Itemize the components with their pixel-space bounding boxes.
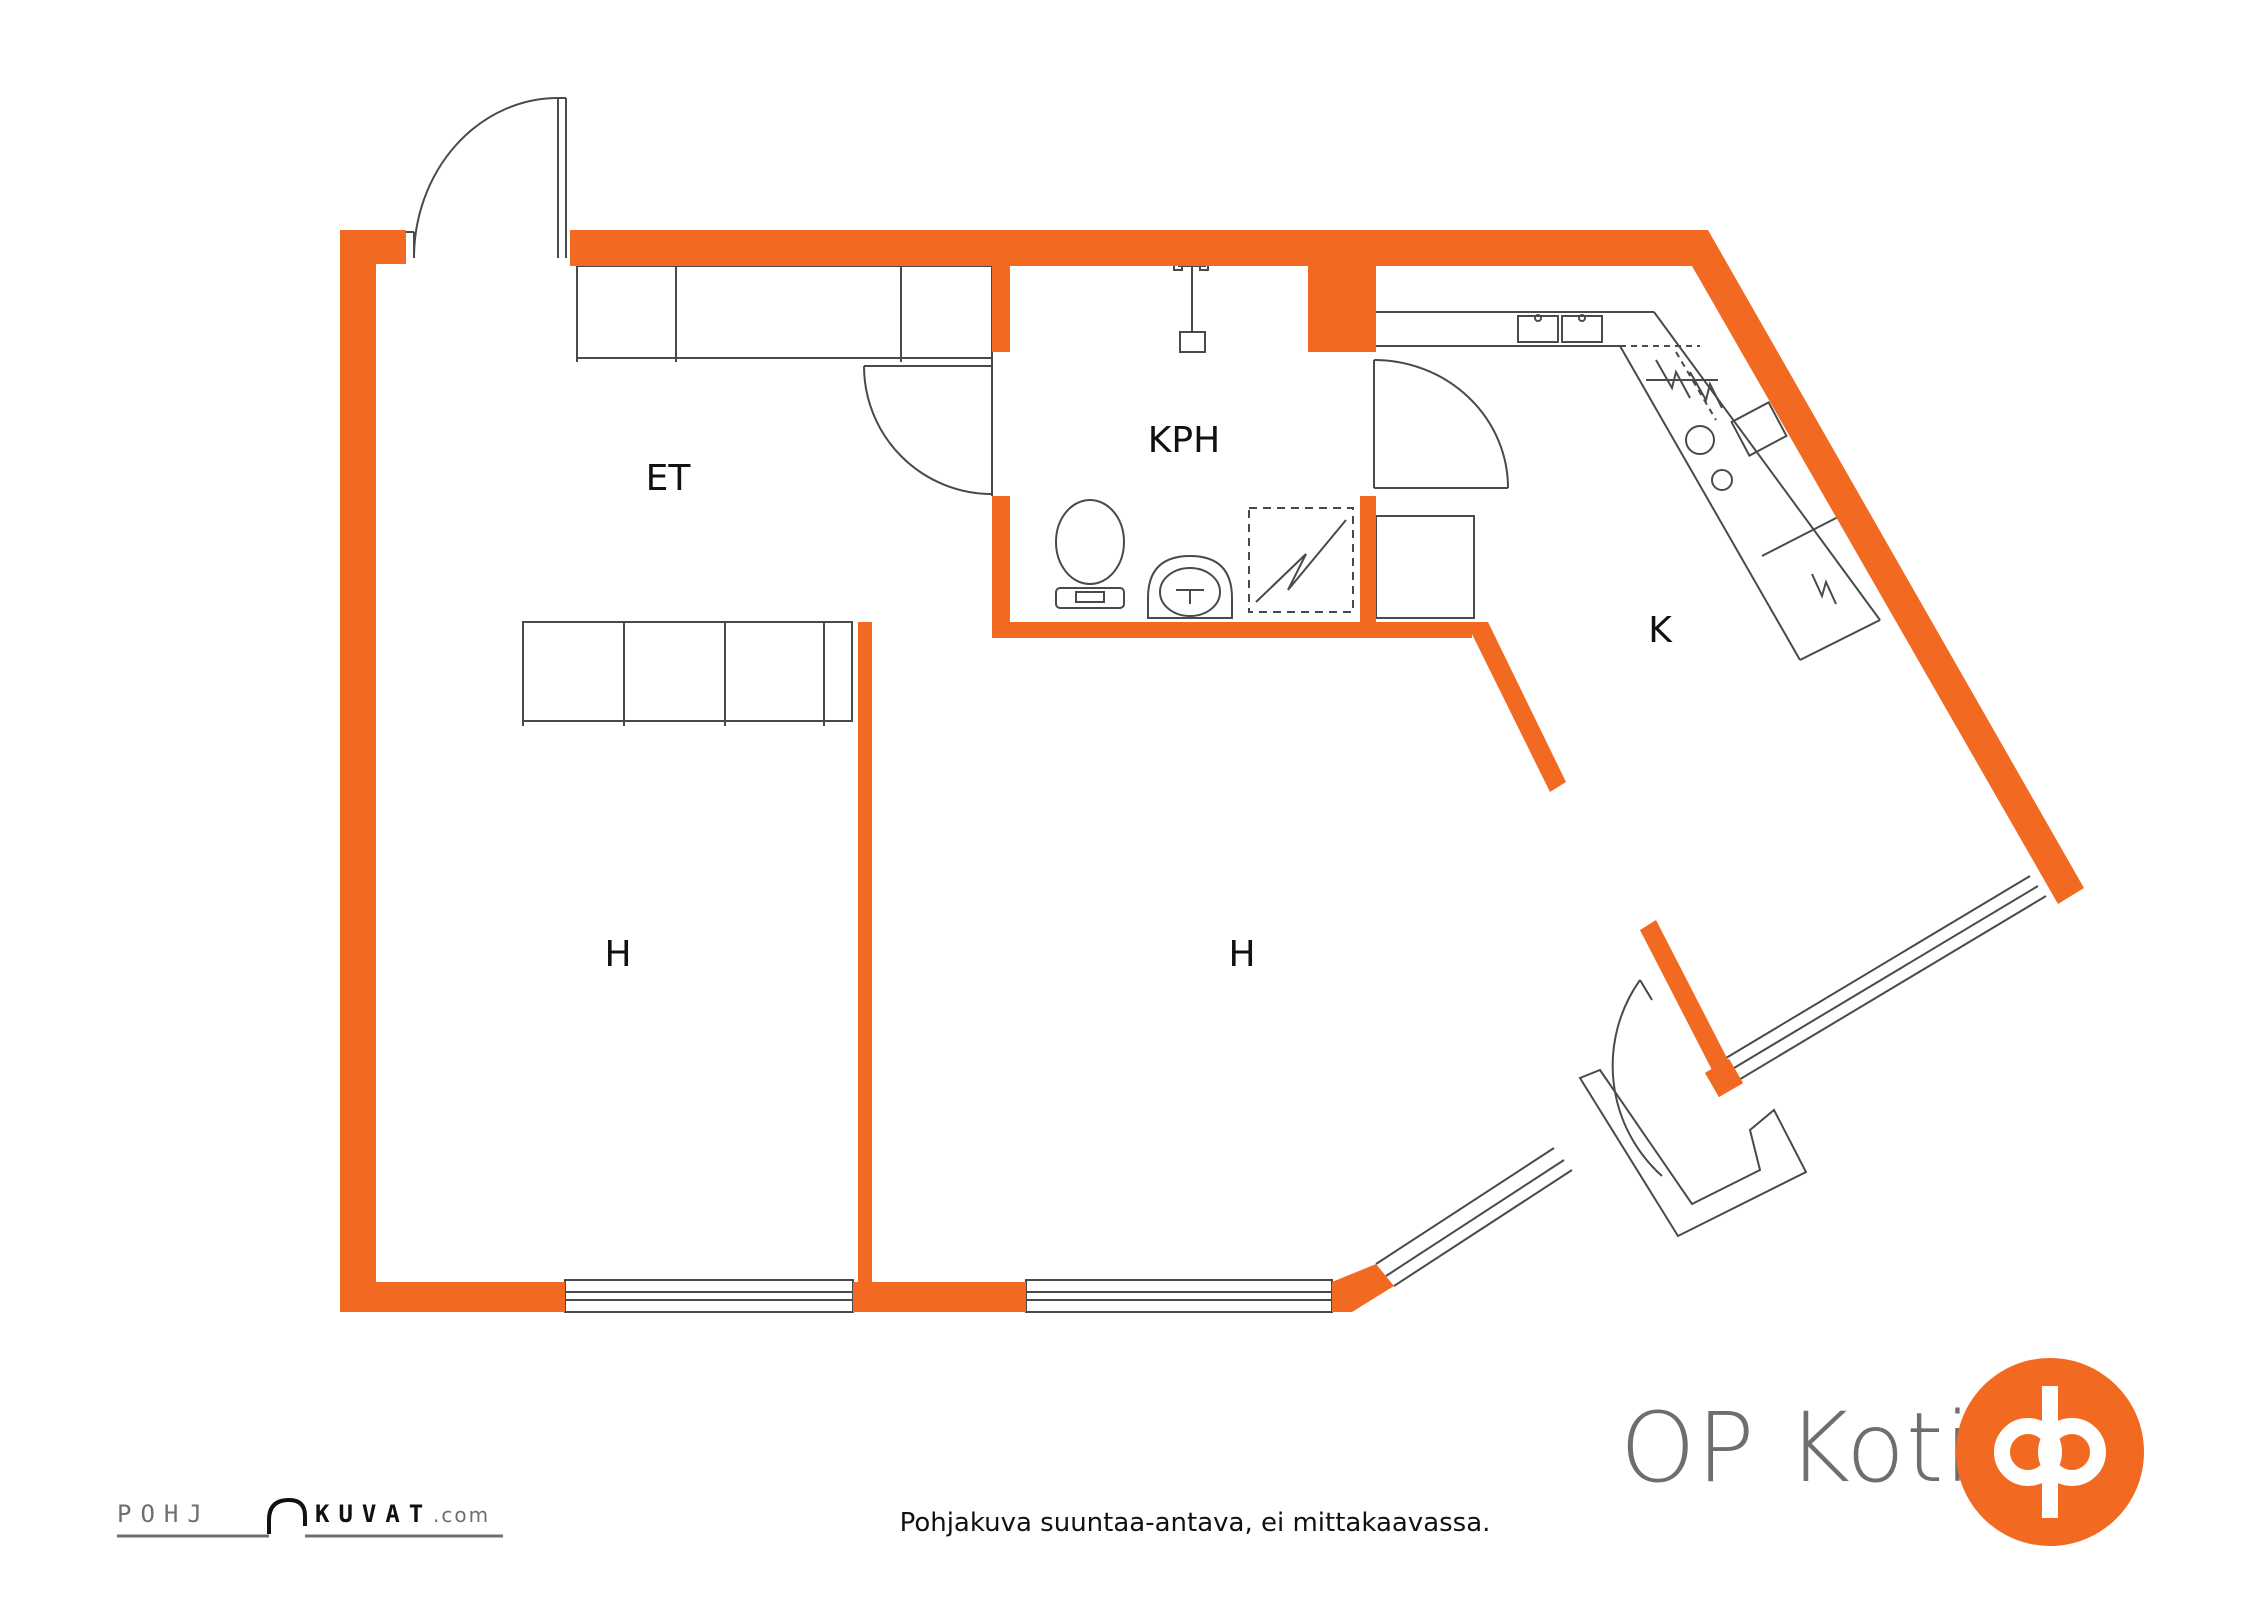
walls <box>340 230 2084 1312</box>
pohjakuvat-logo-suffix: .com <box>433 1503 490 1527</box>
brand-name: OP Koti <box>1620 1392 1973 1504</box>
wall-bottom-corner <box>1332 1264 1394 1312</box>
wall-column <box>1308 266 1360 352</box>
pohjakuvat-logo-mark <box>267 1497 307 1534</box>
wall-balcony-stub <box>1704 1058 1744 1098</box>
fixtures <box>398 97 2047 1313</box>
kitchen-door <box>1373 359 1509 489</box>
room-label-entry: ET <box>646 458 692 499</box>
wall-kitchen-diagonal <box>1466 622 1566 792</box>
bathroom-door <box>863 352 993 496</box>
fridge <box>1375 515 1475 619</box>
wall-outer-left <box>340 230 565 1312</box>
wall-bedroom-divider <box>858 622 872 1312</box>
wall-bottom-middle <box>853 1282 1026 1312</box>
op-logo <box>1956 1358 2144 1546</box>
room-label-kitchen: K <box>1648 610 1673 651</box>
wall-bath-bottom <box>992 622 1472 638</box>
toilet <box>1055 499 1125 609</box>
pohjakuvat-logo-part1: POHJ <box>117 1500 211 1528</box>
window-frames <box>564 875 2047 1313</box>
disclaimer-text: Pohjakuva suuntaa-antava, ei mittakaavas… <box>899 1508 1491 1538</box>
bedroom-wardrobes <box>522 621 853 726</box>
wall-balcony-side <box>1640 920 1728 1070</box>
room-label-bedroom: H <box>604 934 631 975</box>
hall-wardrobes <box>576 265 993 362</box>
room-label-bathroom: KPH <box>1148 420 1220 461</box>
wall-bath-left-bottom <box>992 496 1010 638</box>
bathroom-sink <box>1147 554 1233 619</box>
balcony <box>1578 979 1808 1238</box>
entry-door <box>398 97 567 259</box>
pohjakuvat-logo: POHJ KUVAT .com <box>117 1497 503 1538</box>
pohjakuvat-logo-part2: KUVAT <box>315 1500 432 1528</box>
room-label-living-room: H <box>1228 934 1255 975</box>
kitchen-counter <box>1376 311 1881 661</box>
wall-bath-left-top <box>992 266 1010 352</box>
wall-bath-right-bottom <box>1360 496 1376 636</box>
wall-bath-right-top <box>1360 266 1376 352</box>
